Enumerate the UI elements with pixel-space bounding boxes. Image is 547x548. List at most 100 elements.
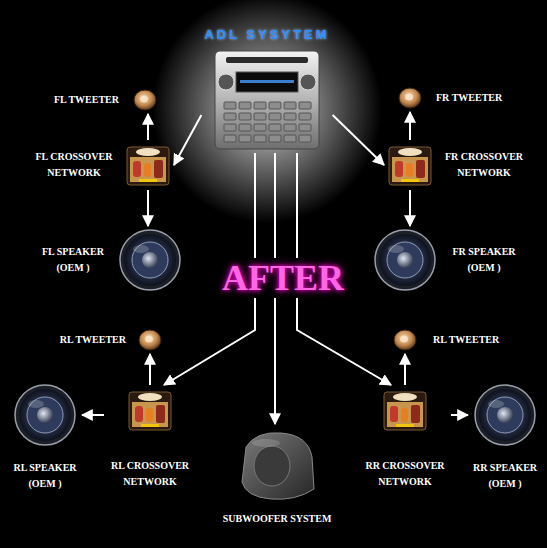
speaker-frame — [375, 230, 435, 290]
crossover-picture — [125, 143, 171, 187]
button — [224, 102, 236, 109]
button — [254, 124, 266, 131]
crossover-node: RL CROSSOVER NETWORK — [104, 385, 196, 493]
tweeter-picture — [398, 87, 422, 109]
component-label: FL TWEETER — [54, 92, 119, 108]
speaker-cone — [27, 397, 63, 433]
speaker-node: FL SPEAKER (OEM ) — [34, 226, 184, 294]
dust-cap — [397, 252, 413, 268]
button — [239, 124, 251, 131]
component-label: RL SPEAKER (OEM ) — [11, 460, 79, 492]
system-title: ADL SYSYTEM — [204, 27, 329, 42]
crossover-node: FL CROSSOVER NETWORK — [28, 140, 174, 190]
tweeter-dome — [399, 88, 421, 108]
speaker-cone — [132, 242, 168, 278]
signal-arrow — [409, 190, 411, 226]
speaker-cone — [487, 397, 523, 433]
coil — [411, 405, 420, 423]
signal-arrow — [147, 114, 149, 140]
button — [284, 124, 296, 131]
speaker-node: RL SPEAKER (OEM ) — [8, 381, 82, 495]
circuit-board — [387, 402, 423, 427]
component-label: SUBWOOFER SYSTEM — [223, 511, 332, 527]
subwoofer-enclosure — [242, 433, 314, 500]
button — [224, 124, 236, 131]
speaker-node: FR SPEAKER (OEM ) — [371, 226, 523, 294]
speaker-highlight — [388, 245, 404, 253]
dust-cap — [142, 252, 158, 268]
subwoofer-grille — [254, 446, 290, 486]
coil — [416, 160, 425, 178]
tweeter-picture — [133, 89, 157, 111]
component-label: RL TWEETER — [60, 332, 126, 348]
button — [284, 102, 296, 109]
dust-cap — [37, 407, 53, 423]
enclosure-highlight — [252, 439, 280, 447]
button — [299, 124, 311, 131]
capacitor — [390, 406, 398, 422]
tweeter-dome — [139, 330, 161, 350]
signal-arrow — [147, 190, 149, 226]
capacitor — [406, 163, 413, 177]
badge — [138, 393, 162, 401]
capacitor — [133, 161, 141, 177]
button — [254, 113, 266, 120]
tweeter-highlight — [405, 94, 413, 101]
component-label: RL TWEETER — [433, 332, 499, 348]
knob — [300, 74, 316, 90]
button — [269, 102, 281, 109]
banner-label: AFTER — [216, 258, 350, 298]
button — [254, 102, 266, 109]
button — [269, 124, 281, 131]
subwoofer-picture — [236, 427, 318, 503]
capacitor — [401, 408, 408, 422]
signal-arrow — [174, 115, 201, 165]
capacitor — [146, 408, 153, 422]
circuit-board — [132, 402, 168, 427]
speaker-picture — [14, 384, 76, 446]
display — [236, 72, 298, 92]
speaker-picture — [119, 229, 181, 291]
signal-arrow — [404, 354, 406, 385]
speaker-picture — [374, 229, 436, 291]
tweeter-dome — [394, 330, 416, 350]
crossover-node: FR CROSSOVER NETWORK — [384, 140, 530, 190]
speaker-cone — [387, 242, 423, 278]
subwoofer-node: SUBWOOFER SYSTEM — [220, 424, 335, 530]
speaker-highlight — [28, 400, 44, 408]
crossover-picture — [382, 388, 428, 432]
circuit-board — [392, 157, 428, 182]
button — [299, 135, 311, 142]
speaker-surround — [19, 389, 71, 441]
coil — [156, 405, 165, 423]
button — [299, 113, 311, 120]
tweeter-picture — [393, 329, 417, 351]
speaker-picture — [474, 384, 536, 446]
component-label: FL SPEAKER (OEM ) — [37, 244, 109, 276]
badge — [398, 148, 422, 156]
component-label: FR TWEETER — [436, 90, 502, 106]
speaker-highlight — [133, 245, 149, 253]
circuit-board — [130, 157, 166, 182]
button — [239, 102, 251, 109]
button — [224, 135, 236, 142]
display-bar — [240, 80, 294, 83]
speaker-frame — [15, 385, 75, 445]
speaker-node: RR SPEAKER (OEM ) — [468, 381, 542, 495]
speaker-highlight — [488, 400, 504, 408]
tweeter-node: FL TWEETER — [51, 86, 160, 114]
tweeter-node: RL TWEETER — [57, 326, 165, 354]
speaker-frame — [475, 385, 535, 445]
badge — [393, 393, 417, 401]
tweeter-node: FR TWEETER — [395, 84, 505, 112]
tweeter-highlight — [140, 96, 148, 103]
button — [239, 135, 251, 142]
speaker-surround — [479, 389, 531, 441]
component-label: RR SPEAKER (OEM ) — [471, 460, 539, 492]
crossover-case — [129, 392, 171, 430]
tweeter-picture — [138, 329, 162, 351]
button — [299, 102, 311, 109]
button — [254, 135, 266, 142]
button — [239, 113, 251, 120]
